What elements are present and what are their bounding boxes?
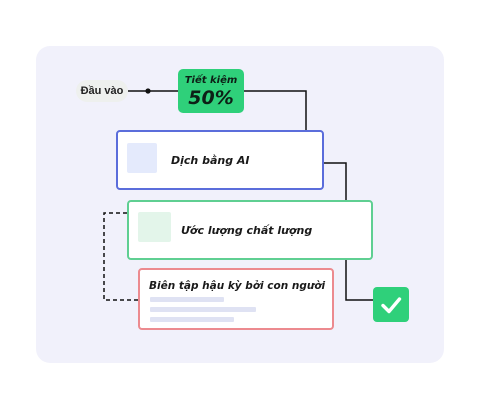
ai-translation-placeholder-icon [127,143,157,173]
done-badge [373,287,409,322]
ai-to-qe-line [324,162,347,201]
placeholder-text-line [150,307,256,312]
step-quality-estimation-label: Ước lượng chất lượng [181,224,313,237]
checkmark-icon [381,296,402,313]
step-ai-translation-label: Dịch bằng AI [171,154,250,167]
step-quality-estimation: Ước lượng chất lượng [127,200,373,260]
savings-to-ai-line [244,90,307,131]
quality-estimation-placeholder-icon [138,212,171,242]
step-ai-translation: Dịch bằng AI [116,130,324,190]
input-label: Đầu vào [76,80,128,102]
step-human-post-editing: Biên tập hậu kỳ bởi con người [138,268,334,330]
placeholder-text-line [150,297,224,302]
savings-label: Tiết kiệm [184,74,238,86]
savings-value: 50% [188,86,234,109]
step-human-post-editing-label: Biên tập hậu kỳ bởi con người [149,280,326,292]
qe-to-done-line [345,260,373,301]
savings-badge: Tiết kiệm 50% [178,69,244,113]
qe-to-human-dashed-line [103,212,138,301]
placeholder-text-line [150,317,234,322]
input-junction-dot [145,88,151,94]
